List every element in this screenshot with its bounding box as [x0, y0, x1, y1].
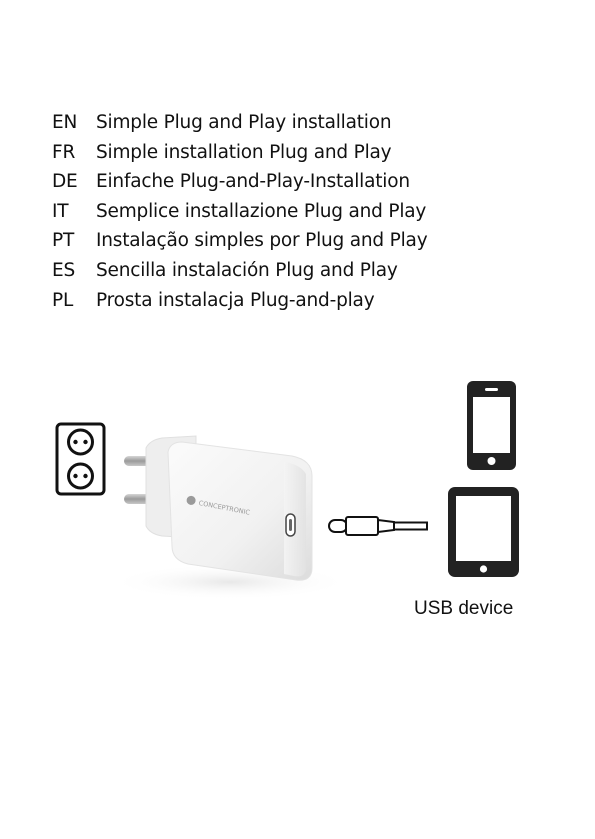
language-text: Einfache Plug-and-Play-Installation	[96, 167, 410, 197]
language-code: FR	[52, 138, 96, 168]
language-text: Instalação simples por Plug and Play	[96, 226, 427, 256]
language-code: EN	[52, 108, 96, 138]
wall-socket-icon	[57, 424, 104, 494]
language-text: Simple Plug and Play installation	[96, 108, 391, 138]
language-text: Simple installation Plug and Play	[96, 138, 391, 168]
language-text: Semplice installazione Plug and Play	[96, 197, 426, 227]
language-code: ES	[52, 256, 96, 286]
language-code: IT	[52, 197, 96, 227]
language-code: DE	[52, 167, 96, 197]
usb-device-label: USB device	[414, 598, 513, 620]
tablet-icon	[448, 487, 519, 577]
usb-c-cable-icon	[329, 517, 427, 535]
phone-icon	[467, 381, 516, 470]
language-text: Sencilla instalación Plug and Play	[96, 256, 398, 286]
language-text: Prosta instalacja Plug-and-play	[96, 286, 374, 316]
language-code: PT	[52, 226, 96, 256]
usb-c-charger-image: CONCEPTRONIC	[124, 436, 312, 580]
language-code: PL	[52, 286, 96, 316]
